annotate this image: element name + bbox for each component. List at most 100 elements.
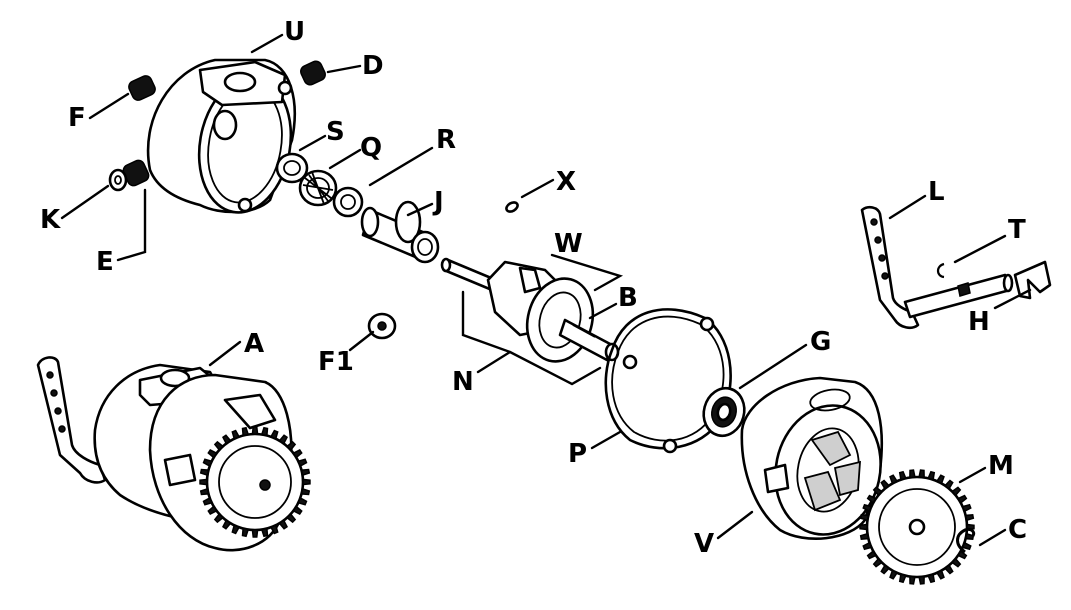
gear-tooth [889,474,899,485]
label-r: R [436,125,456,155]
part-k-washer [108,168,128,192]
gear-tooth [251,529,259,538]
part-n-rotor-assembly [440,257,620,363]
gear-tooth [260,527,269,538]
gear-tooth [213,440,225,452]
gear-tooth [300,487,311,496]
leader-n [461,290,602,386]
part-l-lever-shaft [860,205,1014,330]
label-b: B [618,283,638,313]
leader-t [953,234,1007,264]
leader-v [716,510,754,540]
gear-tooth [292,449,303,459]
gear-tooth [859,523,868,531]
gear-tooth [260,426,269,437]
gear-tooth [957,550,968,560]
leader-a [208,340,242,367]
leader-l [888,194,927,220]
gear-tooth [231,524,241,535]
gear-tooth [222,519,232,530]
part-c-clip [956,528,976,554]
gear-tooth [292,505,303,515]
part-a-assembled-pump [36,356,311,552]
gear-tooth [297,458,308,468]
part-v-pump-housing [740,376,883,541]
gear-tooth [872,486,883,497]
gear-tooth [241,527,250,538]
gear-tooth [241,426,250,437]
label-c: C [1008,515,1027,545]
gear-tooth [202,496,213,506]
part-labels: U D F S Q R K E X J W B N F1 A P G V M C… [40,17,1027,559]
gear-tooth [213,512,225,524]
gear-tooth [880,479,891,490]
gear-tooth [872,557,883,568]
leader-u [250,33,284,54]
gear-tooth [231,429,241,440]
gear-tooth [859,514,870,522]
leader-d [326,64,362,74]
gear-tooth [269,429,279,440]
label-e: E [96,247,114,277]
leader-j [406,202,434,217]
gear-tooth [961,503,972,513]
part-g-bearing [702,386,746,438]
leader-b [588,302,618,320]
leader-h [993,288,1032,310]
gear-tooth [951,486,962,497]
gear-tooth [889,569,899,580]
gear-tooth [859,532,870,540]
leader-w [550,253,624,292]
leader-p [590,430,622,450]
label-j: J [432,187,444,217]
gear-tooth [251,426,259,435]
gear-tooth [880,564,891,575]
gear-tooth [909,575,916,585]
gear-tooth [957,494,968,504]
gear-tooth [918,575,925,585]
label-w: W [554,229,583,259]
gear-tooth [285,440,297,452]
part-r-washer [332,186,364,218]
part-x-key [505,201,519,213]
part-t-pin [936,262,945,279]
label-h: H [968,307,990,337]
leader-f1 [348,330,375,352]
part-j-bushing [360,200,440,264]
label-m: M [988,451,1014,481]
label-g: G [810,327,831,357]
label-x: X [556,167,576,197]
gear-tooth [898,470,907,481]
label-u: U [284,17,305,47]
gear-tooth [927,470,936,481]
leader-s [298,134,327,152]
part-m-gear [859,469,975,585]
label-p: P [568,439,587,469]
gear-tooth [285,512,297,524]
gear-tooth [199,478,208,486]
gear-tooth [862,503,873,513]
leader-f [88,92,130,120]
gear-tooth [278,434,288,445]
gear-tooth [964,514,975,522]
gear-tooth [927,573,936,584]
leader-e [116,188,147,262]
gear-tooth [866,494,877,504]
leader-q [328,148,362,170]
part-s-washer [275,152,309,184]
label-d: D [362,51,384,81]
leader-r [368,146,434,187]
label-n: N [452,367,474,397]
gear-tooth [964,532,975,540]
part-h-fork [1013,260,1052,300]
gear-tooth [935,569,945,580]
leader-c [978,528,1007,547]
gear-tooth [935,474,945,485]
gear-tooth [199,468,210,477]
gear-tooth [199,487,210,496]
label-k: K [40,205,61,235]
gear-tooth [961,541,972,551]
gear-tooth [207,449,218,459]
leader-x [520,178,555,199]
gear-tooth [202,458,213,468]
